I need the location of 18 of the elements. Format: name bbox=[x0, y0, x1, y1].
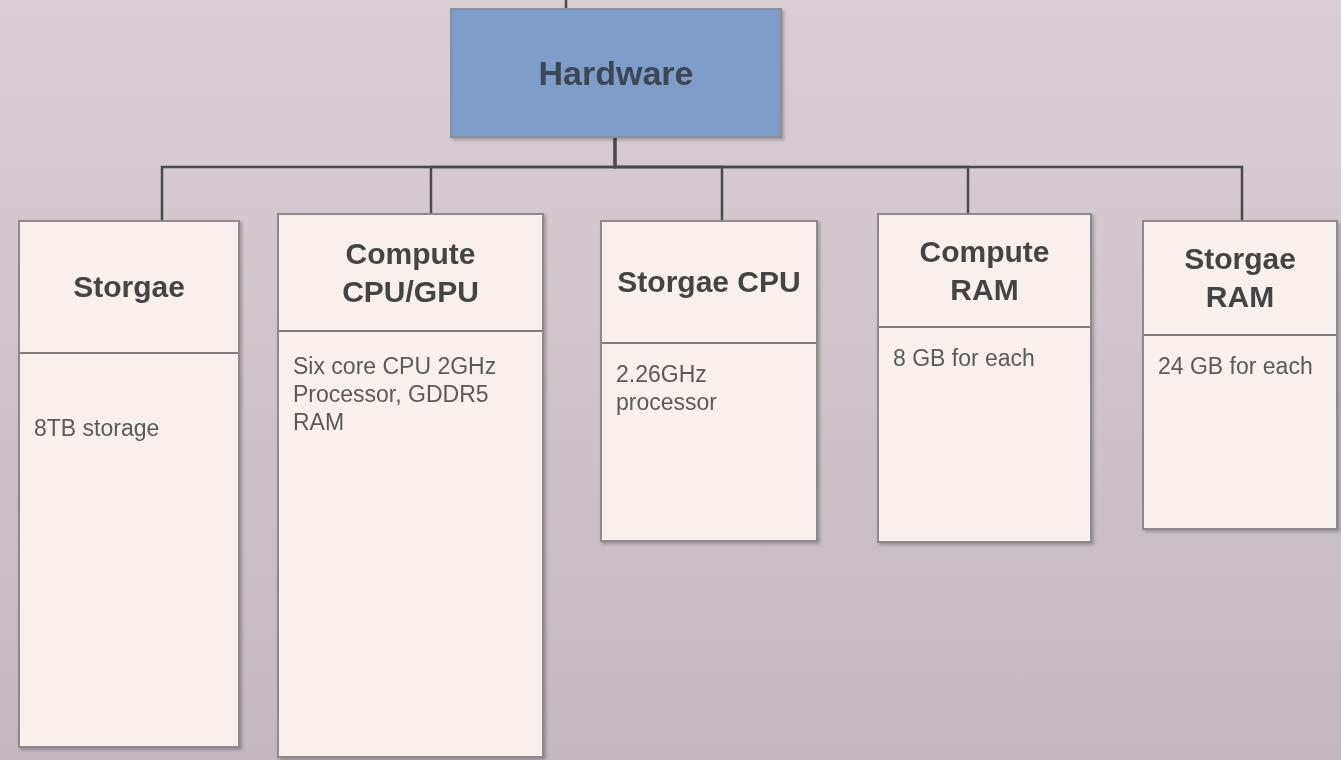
column-heading: Compute CPU/GPU bbox=[341, 235, 480, 310]
detail-text: 8TB storage bbox=[34, 414, 161, 442]
detail-text: Six core CPU 2GHz Processor, GDDR5 RAM bbox=[293, 352, 498, 436]
category-box bbox=[18, 220, 240, 748]
category-box bbox=[277, 213, 544, 758]
detail-text: 8 GB for each bbox=[893, 344, 1036, 372]
category-box bbox=[1142, 220, 1338, 530]
root-box bbox=[450, 8, 782, 138]
connector-line bbox=[613, 138, 1244, 220]
column-heading: Storgae RAM bbox=[1183, 241, 1297, 315]
detail-text: 24 GB for each bbox=[1158, 352, 1314, 380]
heading-text: Hardware bbox=[538, 52, 694, 94]
column-heading: Compute RAM bbox=[918, 233, 1051, 308]
category-box bbox=[600, 220, 818, 542]
detail-text: 2.26GHz processor bbox=[616, 360, 718, 416]
column-heading: Storgae CPU bbox=[617, 264, 801, 300]
column-heading: Storgae bbox=[73, 269, 185, 305]
category-box bbox=[877, 213, 1092, 543]
